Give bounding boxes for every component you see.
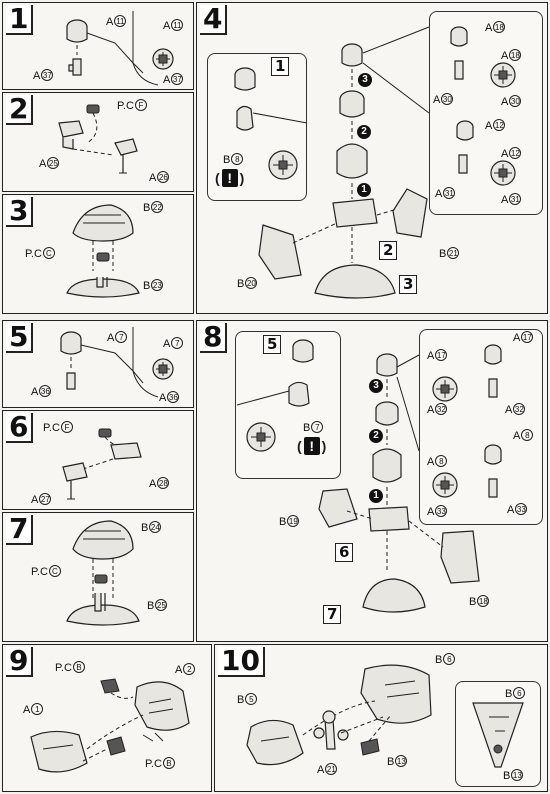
step-9-illustration <box>30 678 190 773</box>
step-8-illustration <box>236 339 502 613</box>
step-number: 4 <box>200 5 228 35</box>
step-number: 9 <box>6 647 34 677</box>
step-number: 6 <box>6 413 34 443</box>
ref-step-6: 6 <box>335 543 354 562</box>
step-4-illustration <box>234 26 516 299</box>
order-1: 1 <box>357 183 371 197</box>
step-7-illustration <box>66 520 140 626</box>
ref-step-2: 2 <box>379 241 398 260</box>
ref-step-5: 5 <box>263 335 282 354</box>
ref-step-3: 3 <box>399 275 418 294</box>
order-2: 2 <box>357 125 371 139</box>
order-1: 1 <box>369 489 383 503</box>
ref-step-1: 1 <box>271 57 290 76</box>
step-2-illustration <box>58 104 138 174</box>
step-3-illustration <box>66 204 140 298</box>
order-2: 2 <box>369 429 383 443</box>
step-4-right-inset <box>429 11 543 215</box>
step-6-illustration <box>62 428 142 500</box>
step-10-illustration <box>246 664 524 768</box>
step-number: 3 <box>6 197 34 227</box>
step-number: 7 <box>6 515 34 545</box>
step-8-left-inset <box>235 331 341 479</box>
step-number: 8 <box>200 323 228 353</box>
step-number: 10 <box>218 647 265 677</box>
step-number: 1 <box>6 5 34 35</box>
ref-step-7: 7 <box>323 605 342 624</box>
step-4-panel: 4 <box>196 2 548 314</box>
warning-note: (!) <box>297 437 327 455</box>
order-3: 3 <box>369 379 383 393</box>
step-8-panel: 8 5 6 7 <box>196 320 548 642</box>
order-3: 3 <box>358 73 372 87</box>
step-5-illustration <box>60 327 174 398</box>
step-number: 5 <box>6 323 34 353</box>
step-number: 2 <box>6 95 34 125</box>
step-1-illustration <box>66 11 174 86</box>
warning-note: (!) <box>215 169 245 187</box>
